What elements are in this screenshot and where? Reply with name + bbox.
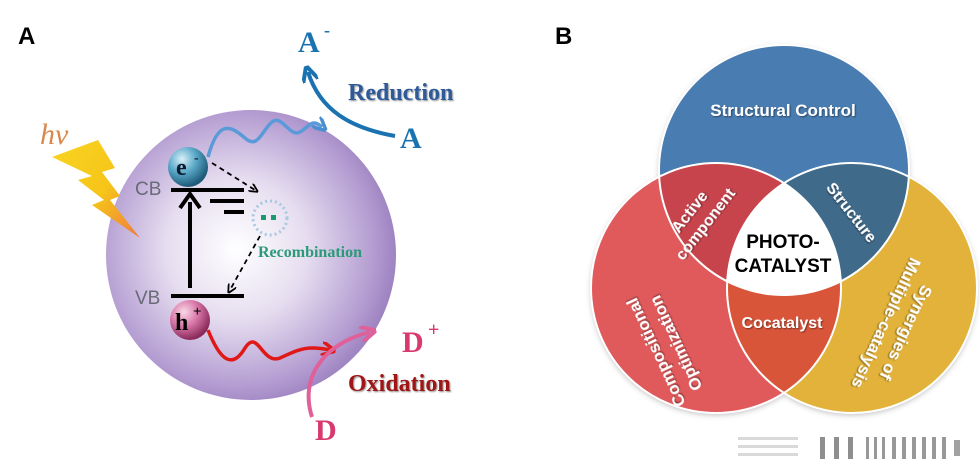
center-label-line1: PHOTO-	[746, 232, 820, 253]
panel-b: B Structural Control Compositional Optim…	[555, 23, 978, 414]
outline-red	[590, 162, 842, 414]
light-label: hv	[40, 118, 69, 151]
panel-a: A hv CB VB e - Recombination h +	[18, 20, 453, 447]
reduction-arrow	[308, 72, 396, 138]
excitation-arrowhead-icon	[178, 190, 202, 210]
hole-migration-path	[206, 329, 330, 362]
oxidized-donor-charge: +	[428, 319, 439, 341]
outline-yellow	[726, 162, 978, 414]
electron	[168, 147, 208, 187]
oxidation-arrow	[306, 332, 370, 418]
lightning-bolt-icon	[52, 140, 140, 238]
outline-blue	[658, 44, 910, 296]
reduced-acceptor: A	[298, 26, 320, 59]
electron-migration-path	[206, 120, 322, 158]
center-label-line2: CATALYST	[735, 256, 832, 277]
center-photocatalyst	[727, 163, 841, 295]
hole-symbol: h	[175, 310, 188, 336]
label-cocatalyst: Cocatalyst	[742, 315, 824, 332]
electron-charge: -	[194, 151, 199, 166]
donor: D	[315, 414, 337, 447]
reduced-acceptor-charge: -	[324, 20, 330, 40]
oxidized-donor: D	[402, 326, 424, 359]
oxidation-label: Oxidation	[348, 371, 451, 397]
electron-symbol: e	[176, 155, 187, 181]
hole	[170, 300, 210, 340]
panel-b-label: B	[555, 23, 572, 50]
reduction-label: Reduction	[348, 80, 453, 106]
recombination-site	[251, 199, 289, 237]
recombination-dot	[261, 215, 266, 220]
hole-charge: +	[193, 304, 202, 320]
recombination-path-hole	[230, 235, 261, 290]
vb-label: VB	[135, 288, 160, 309]
label-structural-control: Structural Control	[710, 101, 855, 120]
recombination-dot	[271, 215, 276, 220]
panel-a-label: A	[18, 23, 35, 50]
recombination-label: Recombination	[258, 244, 362, 261]
acceptor: A	[400, 122, 422, 155]
watermark	[738, 437, 960, 459]
cb-label: CB	[135, 179, 161, 200]
